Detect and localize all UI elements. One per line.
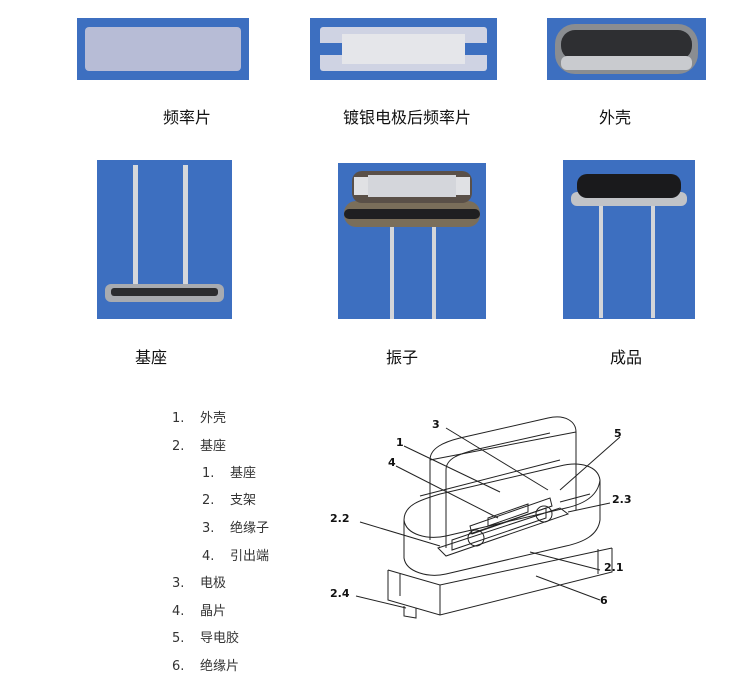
caption-vibrator: 振子 bbox=[386, 348, 419, 367]
legend-item: 5.导电胶 bbox=[172, 631, 240, 646]
callout-2-1: 2.1 bbox=[604, 561, 624, 574]
legend-item: 6.绝缘片 bbox=[172, 659, 240, 674]
legend-item: 2.支架 bbox=[202, 493, 257, 508]
base-photo bbox=[97, 160, 232, 319]
callout-6: 6 bbox=[600, 594, 608, 607]
legend-item: 4.晶片 bbox=[172, 604, 227, 619]
finished-crystal-photo bbox=[563, 160, 695, 319]
caption-plated-blank: 镀银电极后频率片 bbox=[343, 108, 472, 127]
callout-2-2: 2.2 bbox=[330, 512, 350, 525]
callout-2-3: 2.3 bbox=[612, 493, 632, 506]
caption-finished: 成品 bbox=[610, 348, 643, 367]
callout-1: 1 bbox=[396, 436, 404, 449]
legend-item: 3.电极 bbox=[172, 576, 227, 591]
caption-base: 基座 bbox=[135, 348, 168, 367]
legend-item: 1.基座 bbox=[202, 466, 257, 481]
callout-3: 3 bbox=[432, 418, 440, 431]
callout-4: 4 bbox=[388, 456, 396, 469]
caption-frequency-blank: 频率片 bbox=[163, 108, 212, 127]
legend-item: 4.引出端 bbox=[202, 549, 270, 564]
legend-item: 3.绝缘子 bbox=[202, 521, 270, 536]
caption-shell: 外壳 bbox=[599, 108, 632, 127]
plated-blank-photo bbox=[310, 18, 497, 80]
vibrator-photo bbox=[338, 163, 486, 319]
callout-2-4: 2.4 bbox=[330, 587, 350, 600]
callout-5: 5 bbox=[614, 427, 622, 440]
legend-item: 2.基座 bbox=[172, 439, 227, 454]
frequency-blank-photo bbox=[77, 18, 249, 80]
legend-item: 1.外壳 bbox=[172, 411, 227, 426]
shell-photo bbox=[547, 18, 706, 80]
